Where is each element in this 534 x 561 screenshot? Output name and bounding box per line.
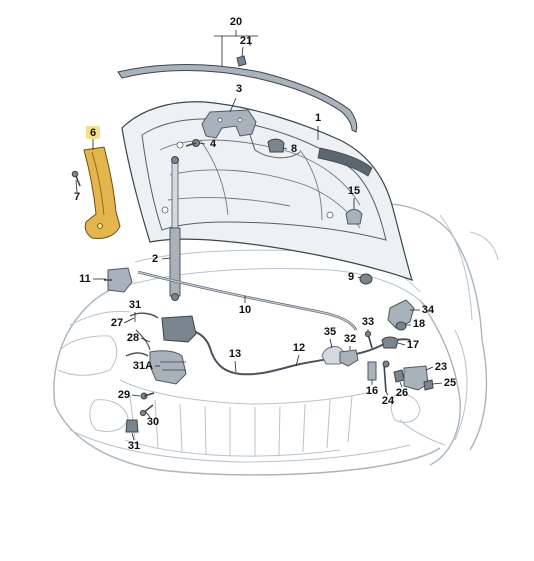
clip-21 [236,55,247,67]
grommet-18 [395,321,407,331]
part-label-lbl-33: 33 [362,316,374,328]
connector-17 [381,336,399,349]
part-label-lbl-31a: 31A [133,360,153,372]
part-label-lbl-26: 26 [396,387,408,399]
part-label-lbl-30: 30 [147,416,159,428]
leader-lines [75,30,443,441]
bolt-7 [71,170,81,187]
label-highlight-lbl-6 [86,126,100,139]
part-label-lbl-34: 34 [422,304,435,316]
car-body-outline [53,203,499,476]
hood-seal-strip [117,64,358,133]
seal-9 [359,273,373,285]
release-cable-13 [185,329,411,376]
bolt-33 [364,330,373,349]
bump-stop-8 [267,138,285,153]
bolt-30 [139,404,154,417]
clip-26 [393,369,405,383]
part-label-lbl-27: 27 [111,317,123,329]
hood-panel [121,101,413,281]
bracket-11 [104,267,133,293]
hood-gas-strut [169,156,181,301]
part-label-lbl-9: 9 [348,271,354,283]
bracket-32 [339,349,359,367]
part-label-lbl-13: 13 [229,348,241,360]
part-label-lbl-8: 8 [291,143,297,155]
part-label-lbl-35: 35 [324,326,336,338]
hood-lock-bracket [201,109,257,139]
part-label-lbl-31b: 31 [128,440,140,452]
bolt-29 [140,392,155,400]
part-label-lbl-32: 32 [344,333,356,345]
part-label-lbl-28: 28 [127,332,139,344]
clip-31-lower [125,419,139,433]
lock-assembly [125,312,197,385]
part-label-lbl-24: 24 [382,395,395,407]
part-label-lbl-10: 10 [239,304,251,316]
part-label-lbl-1: 1 [315,112,321,124]
part-label-lbl-15: 15 [348,185,360,197]
part-label-lbl-29: 29 [118,389,130,401]
lock-23 [403,365,429,391]
release-cable-10-highlight [137,271,357,331]
part-label-lbl-11: 11 [79,273,91,285]
cable-24 [382,360,390,393]
switch-16 [367,361,377,381]
part-label-lbl-23: 23 [435,361,447,373]
part-label-lbl-25: 25 [444,377,456,389]
part-label-lbl-7: 7 [74,191,80,203]
buffer-15 [345,209,363,225]
clip-25 [423,379,434,391]
part-label-lbl-6: 6 [90,127,96,139]
part-label-lbl-20: 20 [230,16,242,28]
part-label-lbl-18: 18 [413,318,425,330]
part-label-lbl-31: 31 [129,299,141,311]
part-label-lbl-4: 4 [210,138,217,150]
part-label-lbl-21: 21 [240,35,252,47]
part-label-lbl-12: 12 [293,342,305,354]
part-label-lbl-16: 16 [366,385,378,397]
part-label-lbl-2: 2 [152,253,158,265]
part-label-lbl-3: 3 [236,83,242,95]
safety-catch-34 [387,299,415,329]
part-label-lbl-17: 17 [407,339,419,351]
hood-hinge [83,146,121,239]
